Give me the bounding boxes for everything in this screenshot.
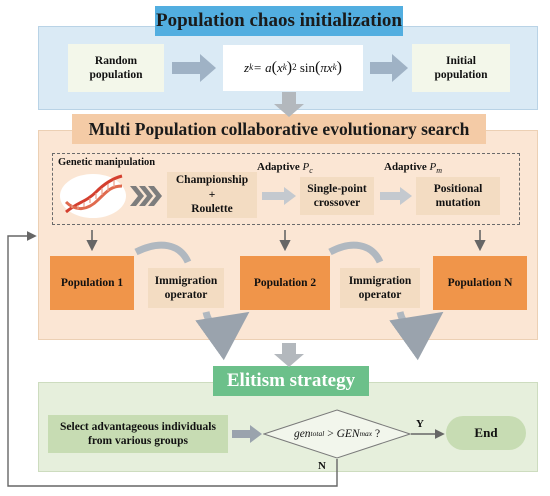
formula-sin: sin [299, 59, 315, 75]
dna-helix-icon [60, 174, 126, 218]
formula-x1: x [276, 59, 283, 75]
pc-sub: c [309, 166, 313, 176]
chaos-title: Population chaos initialization [155, 6, 403, 36]
adaptive-pc-text: Adaptive [257, 161, 300, 173]
arrow-random-to-formula [172, 54, 216, 82]
formula-z: z [244, 59, 250, 75]
cond-gt: > [324, 427, 337, 440]
formula-z-sub: k [249, 62, 254, 73]
formula-eq: = a [253, 59, 272, 75]
adaptive-pm-text: Adaptive [384, 161, 427, 173]
population-2-node: Population 2 [240, 256, 330, 310]
curve-imm1-to-pop2 [195, 310, 250, 361]
multi-title: Multi Population collaborative evolution… [72, 114, 486, 144]
genetic-dashed-box [52, 153, 520, 225]
yes-label: Y [416, 418, 424, 430]
cond-GEN-sub: max [359, 429, 373, 439]
curve-imm2-to-popN [389, 310, 444, 361]
chevrons-icon [130, 186, 162, 206]
formula-x1-sub: k [282, 62, 287, 73]
formula-x2: x [326, 59, 333, 75]
cond-gen-sub: total [310, 429, 325, 439]
condition-diamond [263, 409, 411, 459]
initial-population-node: Initial population [412, 44, 510, 92]
pc-var: P [302, 161, 310, 173]
cond-gen: gen [293, 427, 311, 440]
adaptive-pc-label: Adaptive Pc [257, 161, 313, 175]
formula-square: 2 [292, 62, 297, 73]
genetic-manipulation-label: Genetic manipulation [58, 157, 156, 168]
formula-pi: π [320, 59, 327, 75]
curve-pop2-to-imm2 [328, 241, 384, 264]
end-node: End [446, 416, 526, 450]
cond-GEN: GEN [336, 427, 360, 440]
arrow-select-to-condition [232, 425, 262, 443]
arrow-multi-to-elitism [274, 343, 304, 367]
cond-q: ? [372, 427, 381, 440]
arrow-crossover-to-mutation [380, 187, 412, 205]
arrow-champ-to-crossover [262, 187, 296, 205]
arrow-formula-to-initial [370, 54, 408, 82]
single-point-crossover-node: Single-point crossover [300, 177, 374, 215]
immigration-operator-2-node: Immigration operator [340, 268, 420, 308]
loop-no-feedback [7, 231, 338, 487]
pm-var: P [429, 161, 437, 173]
population-n-node: Population N [433, 256, 527, 310]
positional-mutation-node: Positional mutation [416, 177, 500, 215]
formula-x2-sub: k [332, 62, 337, 73]
no-label: N [318, 460, 326, 472]
population-1-node: Population 1 [50, 256, 134, 310]
pm-sub: m [436, 166, 443, 176]
arrow-chaos-to-multi [274, 92, 304, 117]
random-population-node: Random population [68, 44, 164, 92]
select-individuals-node: Select advantageous individuals from var… [48, 415, 228, 453]
curve-pop1-to-imm1 [134, 241, 192, 264]
championship-roulette-node: Championship + Roulette [167, 172, 257, 218]
elitism-title: Elitism strategy [213, 366, 369, 396]
adaptive-pm-label: Adaptive Pm [384, 161, 442, 175]
immigration-operator-1-node: Immigration operator [148, 268, 224, 308]
